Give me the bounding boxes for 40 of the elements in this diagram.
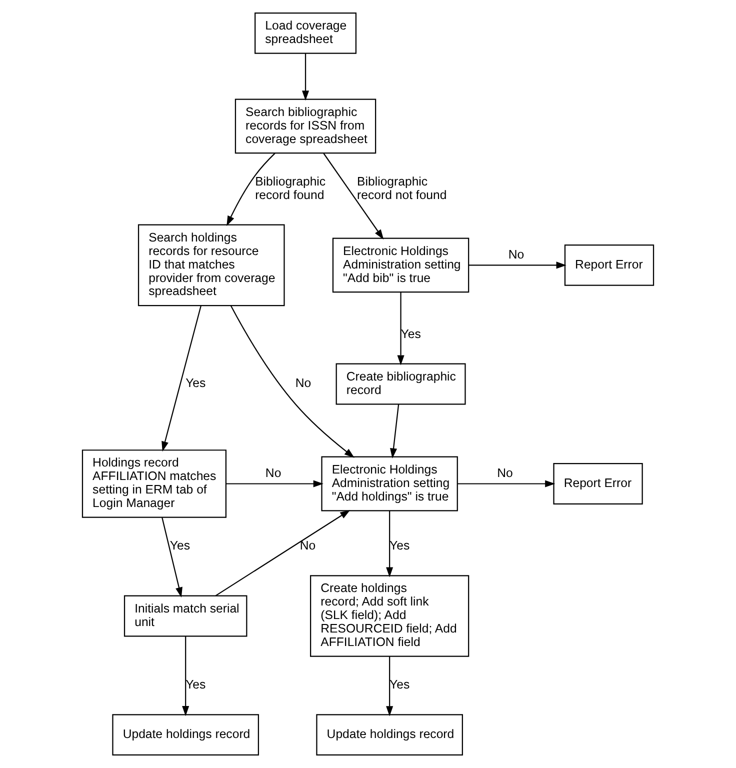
arrow <box>182 636 190 716</box>
edge-label: Yes <box>186 678 206 692</box>
edge-label: Bibliographic record found <box>255 174 326 202</box>
node-box: Create bibliographic record <box>336 363 466 405</box>
edge-label: No <box>508 247 524 262</box>
arrow <box>162 306 202 452</box>
arrow <box>397 292 404 366</box>
arrow <box>162 518 182 598</box>
node-box: Report Error <box>564 244 654 286</box>
arrow <box>386 510 394 578</box>
arrow <box>468 262 566 269</box>
arrow <box>390 404 400 458</box>
node-box: Electronic Holdings Administration setting "Add bib" is true <box>332 238 470 293</box>
edge-label: Yes <box>390 678 410 692</box>
arrow <box>458 480 556 488</box>
node-box: Create holdings record; Add soft link (SLK field); Add RESOURCEID field; Add AFFILIATION field <box>310 575 470 657</box>
node-box: Load coverage spreadsheet <box>254 12 356 54</box>
arrow <box>230 305 354 458</box>
node-box: Update holdings record <box>316 714 463 756</box>
arrow <box>302 54 310 101</box>
edge-label: No <box>300 538 316 553</box>
node-box: Report Error <box>553 463 643 504</box>
node-box: Search bibliographic records for ISSN from coverage spreadsheet <box>234 98 376 154</box>
edge-label: Bibliographic record not found <box>357 174 447 202</box>
node-box: Update holdings record <box>112 714 259 756</box>
node-box: Holdings record AFFILIATION matches setting in ERM tab of Login Manager <box>82 450 226 518</box>
arrow <box>323 153 384 240</box>
arrow <box>226 152 276 226</box>
edge-label: Yes <box>170 538 190 553</box>
edge-label: No <box>497 466 513 480</box>
edge-label: Yes <box>186 376 206 390</box>
node-box: Electronic Holdings Administration setting "Add holdings" is true <box>321 456 458 512</box>
node-box: Search holdings records for resource ID that matches provider from coverage spreadsheet <box>138 224 285 306</box>
arrow <box>386 656 394 716</box>
edge-label: Yes <box>390 538 410 553</box>
edge-label: No <box>265 466 282 480</box>
arrow <box>226 480 324 488</box>
edge-label: No <box>295 376 312 390</box>
arrow <box>215 510 350 596</box>
node-box: Initials match serial unit <box>124 595 248 637</box>
